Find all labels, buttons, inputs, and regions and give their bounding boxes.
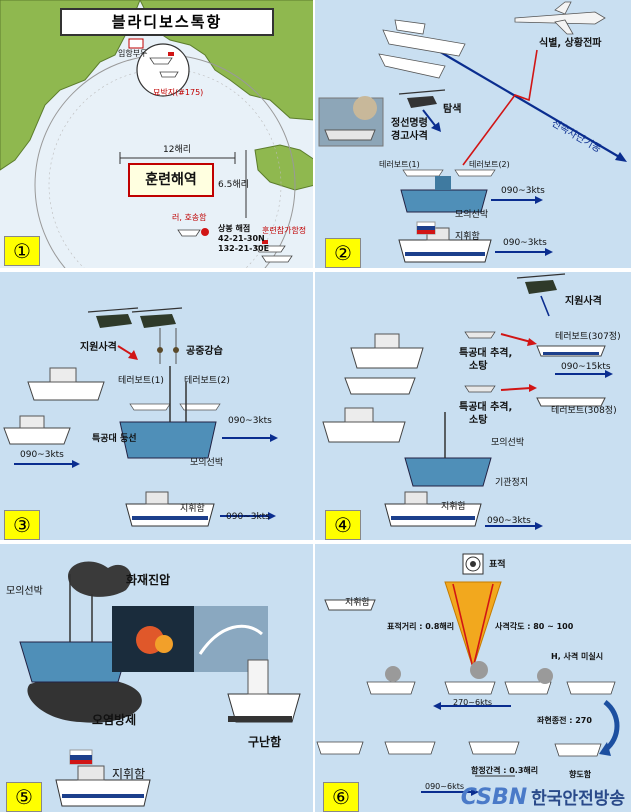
speed-label-left: 090~3kts <box>20 450 64 460</box>
logo-text: 한국안전방송 <box>531 789 625 809</box>
terror-boat-1-label: 테러보트(1) <box>379 160 420 169</box>
mother-ship-label: 모의선박 <box>455 210 489 220</box>
panel-4-pursuit: 지원사격 테러보트(307정) 특공대 추격, 소탕 090~15kts 특공대… <box>315 272 631 542</box>
flagship-label: 지휘함 <box>345 598 370 608</box>
panel-5-graphic <box>19 561 301 807</box>
panel-5-rescue: 모의선박 화재진압 오염방제 구난함 지휘함 ⑤ <box>0 544 315 812</box>
pursuit-2-line2: 소탕 <box>469 415 488 426</box>
terror-boat-2-label: 테러보트(2) <box>469 160 510 169</box>
panel-number-3: ③ <box>4 510 40 540</box>
panel-number-5: ⑤ <box>6 782 42 812</box>
panel-number-2: ② <box>325 238 361 268</box>
speed-label-1: 090~3kts <box>501 186 545 196</box>
terror-boat-1-label: 테러보트(1) <box>118 376 164 386</box>
speed-label-bottom: 090~3kts <box>226 512 270 522</box>
pursuit-1-line1: 특공대 추격, <box>459 348 513 359</box>
speed-15kts-label: 090~15kts <box>561 362 611 372</box>
flagship-label: 지휘함 <box>112 767 146 781</box>
panel-4-graphic <box>322 273 613 530</box>
support-fire-label: 지원사격 <box>565 296 602 307</box>
flagship-label: 지휘함 <box>180 504 205 514</box>
distance-6-5nm: 6.5해리 <box>218 180 249 190</box>
speed-label-right: 090~3kts <box>228 416 272 426</box>
panel-number-1: ① <box>4 236 40 266</box>
speed-label-bottom: 090~3kts <box>487 516 531 526</box>
air-assault-label: 공중강습 <box>186 346 223 357</box>
anchorage-label: 묘박지(#175) <box>153 88 204 97</box>
mother-ship-label: 모의선박 <box>6 586 43 597</box>
meet-point-lon: 132-21-30E <box>218 244 270 253</box>
pursuit-1-line2: 소탕 <box>469 361 488 372</box>
meet-point-lat: 42-21-30N <box>218 234 265 243</box>
engine-stop-label: 기관정지 <box>495 478 529 488</box>
fleet-label: 훈련참가함정 <box>262 226 307 235</box>
stop-order-label: 정선명령 <box>391 118 428 129</box>
boarding-label: 특공대 등선 <box>92 434 137 444</box>
lead-ship-label: 향도함 <box>569 770 592 779</box>
speed-090-label: 090~6kts <box>425 782 464 791</box>
panel-2-graphic <box>318 1 627 263</box>
panel-3-graphic <box>3 307 278 527</box>
terror-307-label: 테러보트(307정) <box>555 332 621 342</box>
flagship-label: 지휘함 <box>455 232 480 242</box>
oil-control-label: 오염방제 <box>92 713 137 727</box>
terror-308-label: 테러보트(308정) <box>551 406 617 416</box>
map-title: 블라디보스톡항 <box>60 8 274 36</box>
identify-label: 식별, 상황전파 <box>539 38 602 49</box>
panel-number-6: ⑥ <box>323 782 359 812</box>
panel-number-4: ④ <box>325 510 361 540</box>
panel-3-boarding: 지원사격 공중강습 테러보트(1) 테러보트(2) 특공대 등선 090~3kt… <box>0 272 315 542</box>
panel-6-graphic <box>316 553 620 796</box>
meet-point-title: 상봉 해점 <box>218 224 251 233</box>
turn-label: 좌현종전 : 270 <box>537 716 592 725</box>
mother-ship-label: 모의선박 <box>491 438 525 448</box>
rescue-ship-label: 구난함 <box>248 735 282 749</box>
speed-label-2: 090~3kts <box>503 238 547 248</box>
fire-angle-label: 사격각도 : 80 ~ 100 <box>495 622 574 631</box>
panel-2-intercept: 식별, 상황전파 탐색 정선명령 경고사격 전속차단기동 테러보트(1) 테러보… <box>315 0 631 270</box>
terror-boat-2-label: 테러보트(2) <box>184 376 230 386</box>
fire-suppression-label: 화재진압 <box>126 573 171 587</box>
no-fire-label: H, 사격 미실시 <box>551 652 604 661</box>
escort-label: 러, 호송함 <box>172 213 207 222</box>
search-label: 탐색 <box>443 104 462 115</box>
speed-270-label: 270~6kts <box>453 698 492 707</box>
warning-shot-label: 경고사격 <box>391 131 428 142</box>
training-zone: 훈련해역 <box>128 163 214 197</box>
ship-interval-label: 함정간격 : 0.3해리 <box>471 766 539 775</box>
panel-6-gunnery: 표적 지휘함 표적거리 : 0.8해리 사격각도 : 80 ~ 100 H, 사… <box>315 544 631 812</box>
logo-mark: CSBN <box>460 785 528 810</box>
inlet-label: 입항부두 <box>118 49 148 58</box>
flagship-label: 지휘함 <box>441 502 466 512</box>
target-distance-label: 표적거리 : 0.8해리 <box>387 622 455 631</box>
mother-ship-label: 모의선박 <box>190 458 224 468</box>
panel-1-map: 블라디보스톡항 입항부두 묘박지(#175) 12해리 훈련해역 6.5해리 러… <box>0 0 315 270</box>
pursuit-2-line1: 특공대 추격, <box>459 402 513 413</box>
support-fire-label: 지원사격 <box>80 342 117 353</box>
distance-12nm: 12해리 <box>163 145 192 155</box>
target-label: 표적 <box>489 560 506 570</box>
